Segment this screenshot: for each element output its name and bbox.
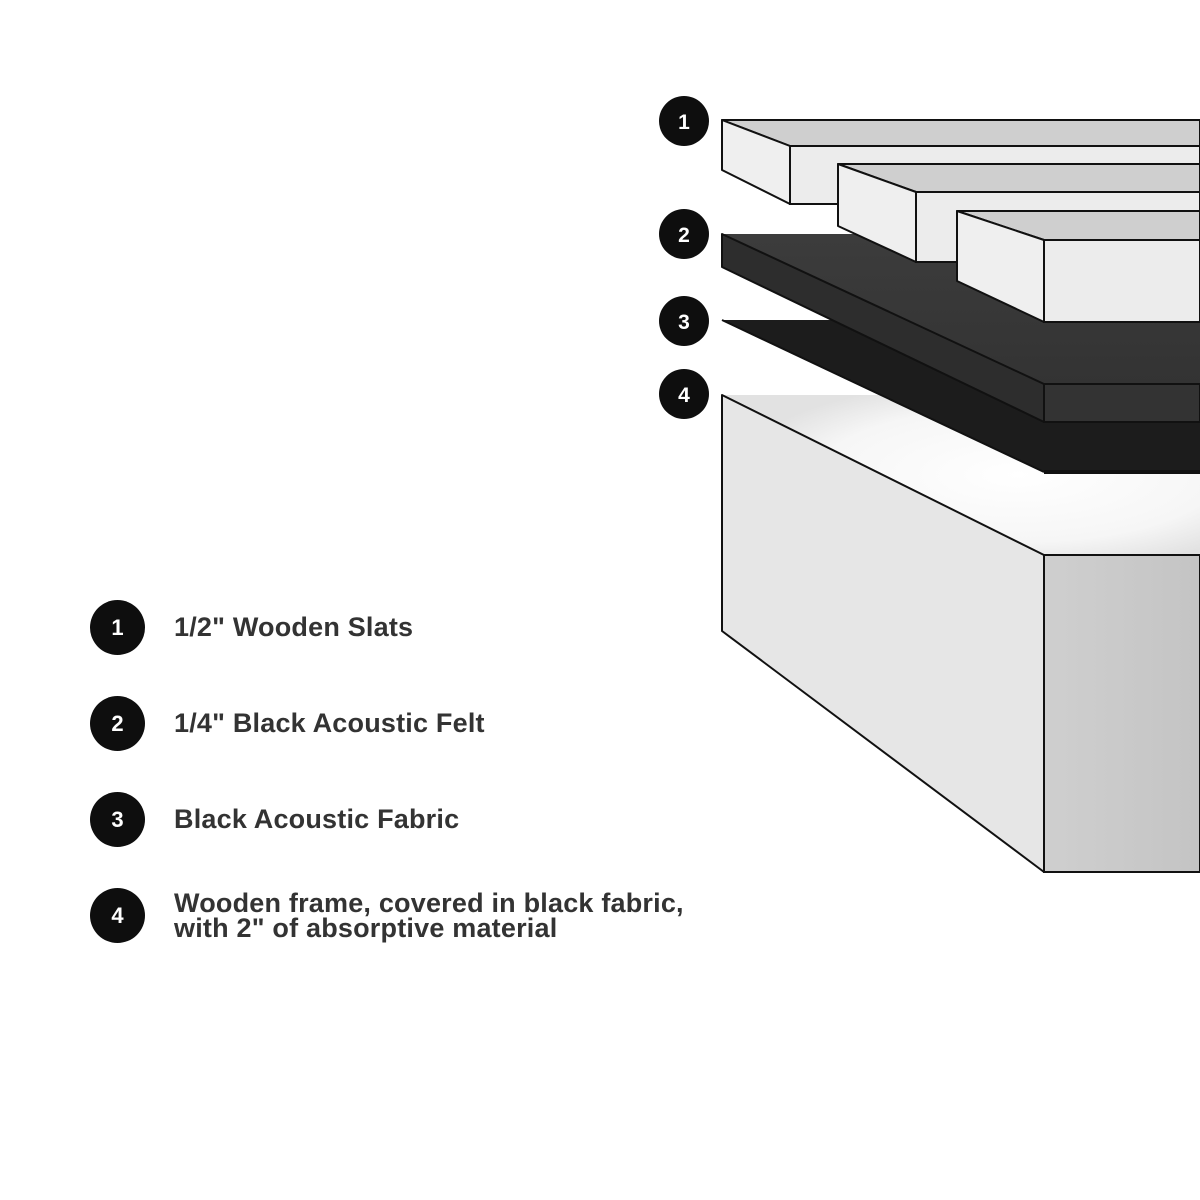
legend-badge: 2 <box>90 696 145 751</box>
diagram-badge-number: 4 <box>678 384 690 407</box>
wooden-slat <box>956 210 1200 323</box>
legend-badge: 4 <box>90 888 145 943</box>
legend-item-acoustic-felt: 2 1/4" Black Acoustic Felt <box>90 696 485 751</box>
legend-item-acoustic-fabric: 3 Black Acoustic Fabric <box>90 792 459 847</box>
legend-label: 1/2" Wooden Slats <box>174 612 414 642</box>
wooden-slats <box>721 119 1200 323</box>
fabric-edge <box>1044 470 1200 474</box>
diagram-badge-4: 4 <box>659 369 709 419</box>
felt-right-face <box>1043 383 1200 423</box>
diagram-badge-number: 2 <box>678 224 690 247</box>
diagram-badge-2: 2 <box>659 209 709 259</box>
legend-item-wooden-slats: 1 1/2" Wooden Slats <box>90 600 413 655</box>
frame-right-face <box>1043 554 1200 873</box>
legend-label: 1/4" Black Acoustic Felt <box>174 708 485 738</box>
legend-badge: 3 <box>90 792 145 847</box>
diagram-badge-number: 1 <box>678 111 690 134</box>
diagram-badge-1: 1 <box>659 96 709 146</box>
legend-label: Black Acoustic Fabric <box>174 804 460 834</box>
legend-label: Wooden frame, covered in black fabric, w… <box>174 887 684 943</box>
diagram-badge-number: 3 <box>678 311 690 334</box>
legend-badge: 1 <box>90 600 145 655</box>
diagram-badge-3: 3 <box>659 296 709 346</box>
legend-item-wooden-frame: 4 Wooden frame, covered in black fabric,… <box>90 888 684 943</box>
